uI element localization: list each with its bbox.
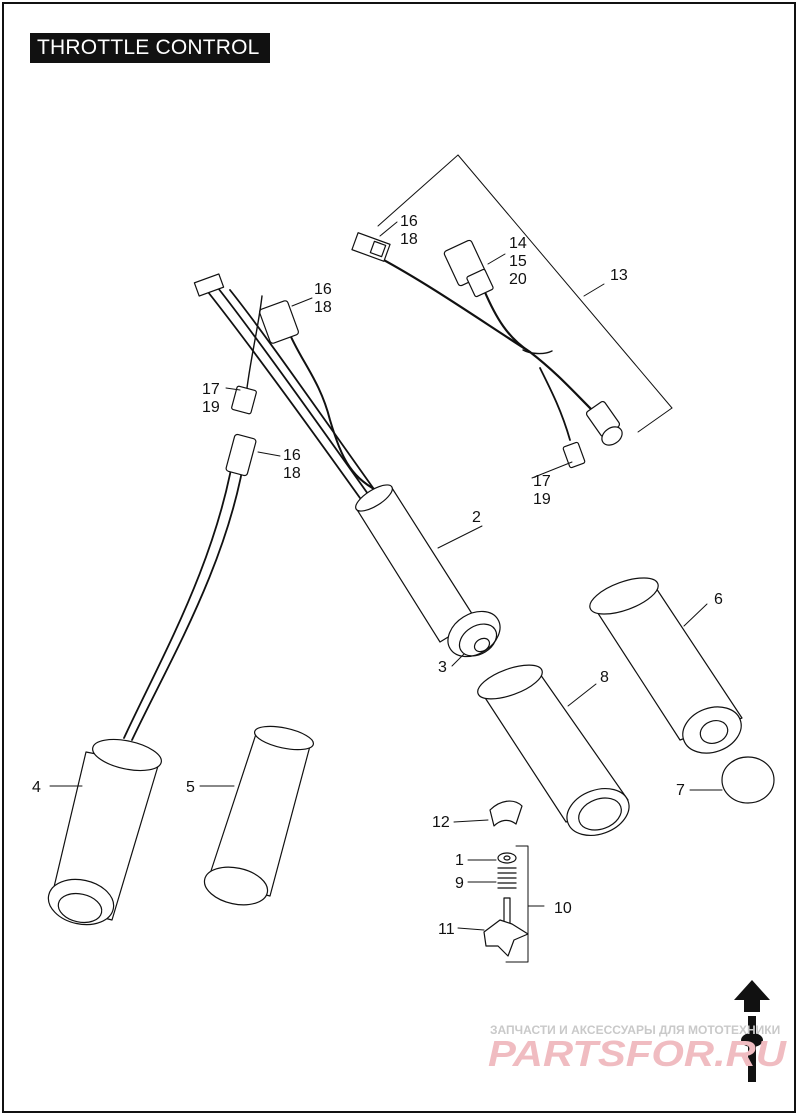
- callout-5: 5: [186, 779, 195, 796]
- end-cap-7: [721, 756, 775, 804]
- watermark-logo: PARTSFOR.RU: [488, 1033, 787, 1074]
- callout-12: 12: [432, 814, 450, 831]
- callout-15: 15: [509, 253, 527, 270]
- callout-18: 18: [400, 231, 418, 248]
- callout-16: 16: [400, 213, 418, 230]
- watermark-tagline: ЗАПЧАСТИ И АКСЕССУАРЫ ДЛЯ МОТОТЕХНИКИ: [490, 1023, 780, 1037]
- wire-harness-13: [351, 232, 623, 469]
- leader-lines: [49, 221, 723, 931]
- callout-14: 14: [509, 235, 527, 252]
- bracket-10: [505, 845, 545, 963]
- small-parts-10: [483, 852, 529, 957]
- callout-19: 19: [202, 399, 220, 416]
- callout-19: 19: [533, 491, 551, 508]
- callout-13: 13: [610, 267, 628, 284]
- callout-17: 17: [202, 381, 220, 398]
- callout-10: 10: [554, 900, 572, 917]
- bracket-13: [377, 154, 673, 433]
- callout-17: 17: [533, 473, 551, 490]
- orientation-arrow-icon: [734, 980, 770, 1082]
- grip-6: [589, 577, 743, 754]
- callout-6: 6: [714, 591, 723, 608]
- callout-8: 8: [600, 669, 609, 686]
- callout-2: 2: [472, 509, 481, 526]
- callout-1: 1: [455, 852, 464, 869]
- grip-8: [477, 664, 630, 836]
- callout-20: 20: [509, 271, 527, 288]
- page-title: THROTTLE CONTROL: [30, 33, 270, 63]
- callout-11: 11: [438, 921, 455, 938]
- callout-9: 9: [455, 875, 464, 892]
- callout-18: 18: [314, 299, 332, 316]
- callout-18: 18: [283, 465, 301, 482]
- callout-4: 4: [32, 779, 41, 796]
- grip-5: [203, 725, 315, 906]
- throttle-tube-assembly: [193, 273, 501, 658]
- callout-3: 3: [438, 659, 447, 676]
- clip-12: [489, 800, 523, 827]
- callout-7: 7: [676, 782, 685, 799]
- callout-16: 16: [314, 281, 332, 298]
- grip-4-with-cable: [47, 295, 263, 926]
- callout-16: 16: [283, 447, 301, 464]
